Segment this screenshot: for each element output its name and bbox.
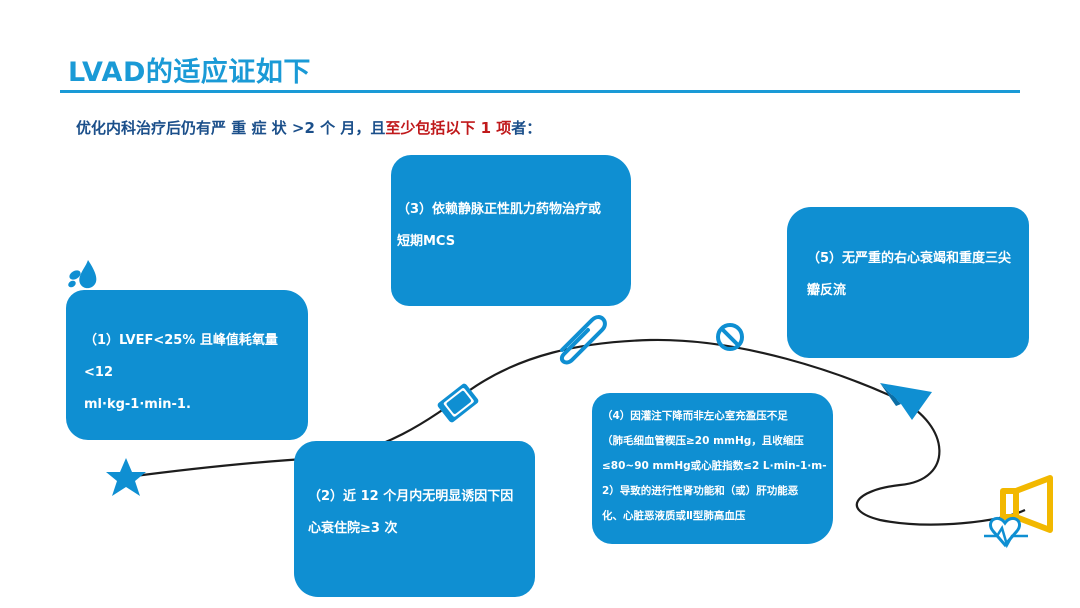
subtitle-prefix: 优化内科治疗后仍有严 重 症 状 >2 个 月，且 <box>76 119 386 137</box>
card-4-line-2: （肺毛细血管楔压≥20 mmHg，且收缩压 <box>602 435 804 447</box>
card-1-line-1: （1）LVEF<25% 且峰值耗氧量<12 <box>84 333 278 380</box>
criterion-card-3: （3）依赖静脉正性肌力药物治疗或 短期MCS <box>391 155 631 306</box>
no-sign-icon <box>716 323 744 351</box>
page-title: LVAD的适应证如下 <box>68 57 311 88</box>
card-3-line-1: （3）依赖静脉正性肌力药物治疗或 <box>397 202 602 217</box>
card-4-line-4: 2）导致的进行性肾功能和（或）肝功能恶 <box>602 485 799 497</box>
subtitle: 优化内科治疗后仍有严 重 症 状 >2 个 月，且至少包括以下 1 项者： <box>76 117 541 138</box>
subtitle-suffix: 者： <box>511 119 542 137</box>
heartbeat-icon <box>984 517 1028 549</box>
paperclip-icon <box>559 315 607 365</box>
megaphone-icon <box>1000 475 1053 533</box>
book-icon <box>437 383 479 423</box>
title-underline <box>60 90 1020 93</box>
card-4-line-3: ≤80~90 mmHg或心脏指数≤2 L·min-1·m- <box>602 460 827 472</box>
subtitle-highlight: 至少包括以下 1 项 <box>385 119 512 137</box>
criterion-card-2: （2）近 12 个月内无明显诱因下因 心衰住院≥3 次 <box>294 441 535 597</box>
card-4-line-5: 化、心脏恶液质或Ⅱ型肺高血压 <box>602 510 746 522</box>
criterion-card-1: （1）LVEF<25% 且峰值耗氧量<12 ml·kg-1·min-1. <box>66 290 308 440</box>
card-2-line-2: 心衰住院≥3 次 <box>308 521 398 536</box>
paper-plane-icon <box>880 383 932 420</box>
card-5-line-2: 瓣反流 <box>807 283 847 298</box>
criterion-card-4: （4）因灌注下降而非左心室充盈压不足 （肺毛细血管楔压≥20 mmHg，且收缩压… <box>592 393 833 544</box>
water-drop-icon <box>68 260 97 289</box>
card-3-line-2: 短期MCS <box>397 234 456 249</box>
criterion-card-5: （5）无严重的右心衰竭和重度三尖 瓣反流 <box>787 207 1029 358</box>
card-1-line-2: ml·kg-1·min-1. <box>84 397 191 412</box>
star-icon <box>106 458 146 496</box>
card-2-line-1: （2）近 12 个月内无明显诱因下因 <box>308 489 514 504</box>
card-4-line-1: （4）因灌注下降而非左心室充盈压不足 <box>602 410 788 422</box>
card-5-line-1: （5）无严重的右心衰竭和重度三尖 <box>807 251 1012 266</box>
